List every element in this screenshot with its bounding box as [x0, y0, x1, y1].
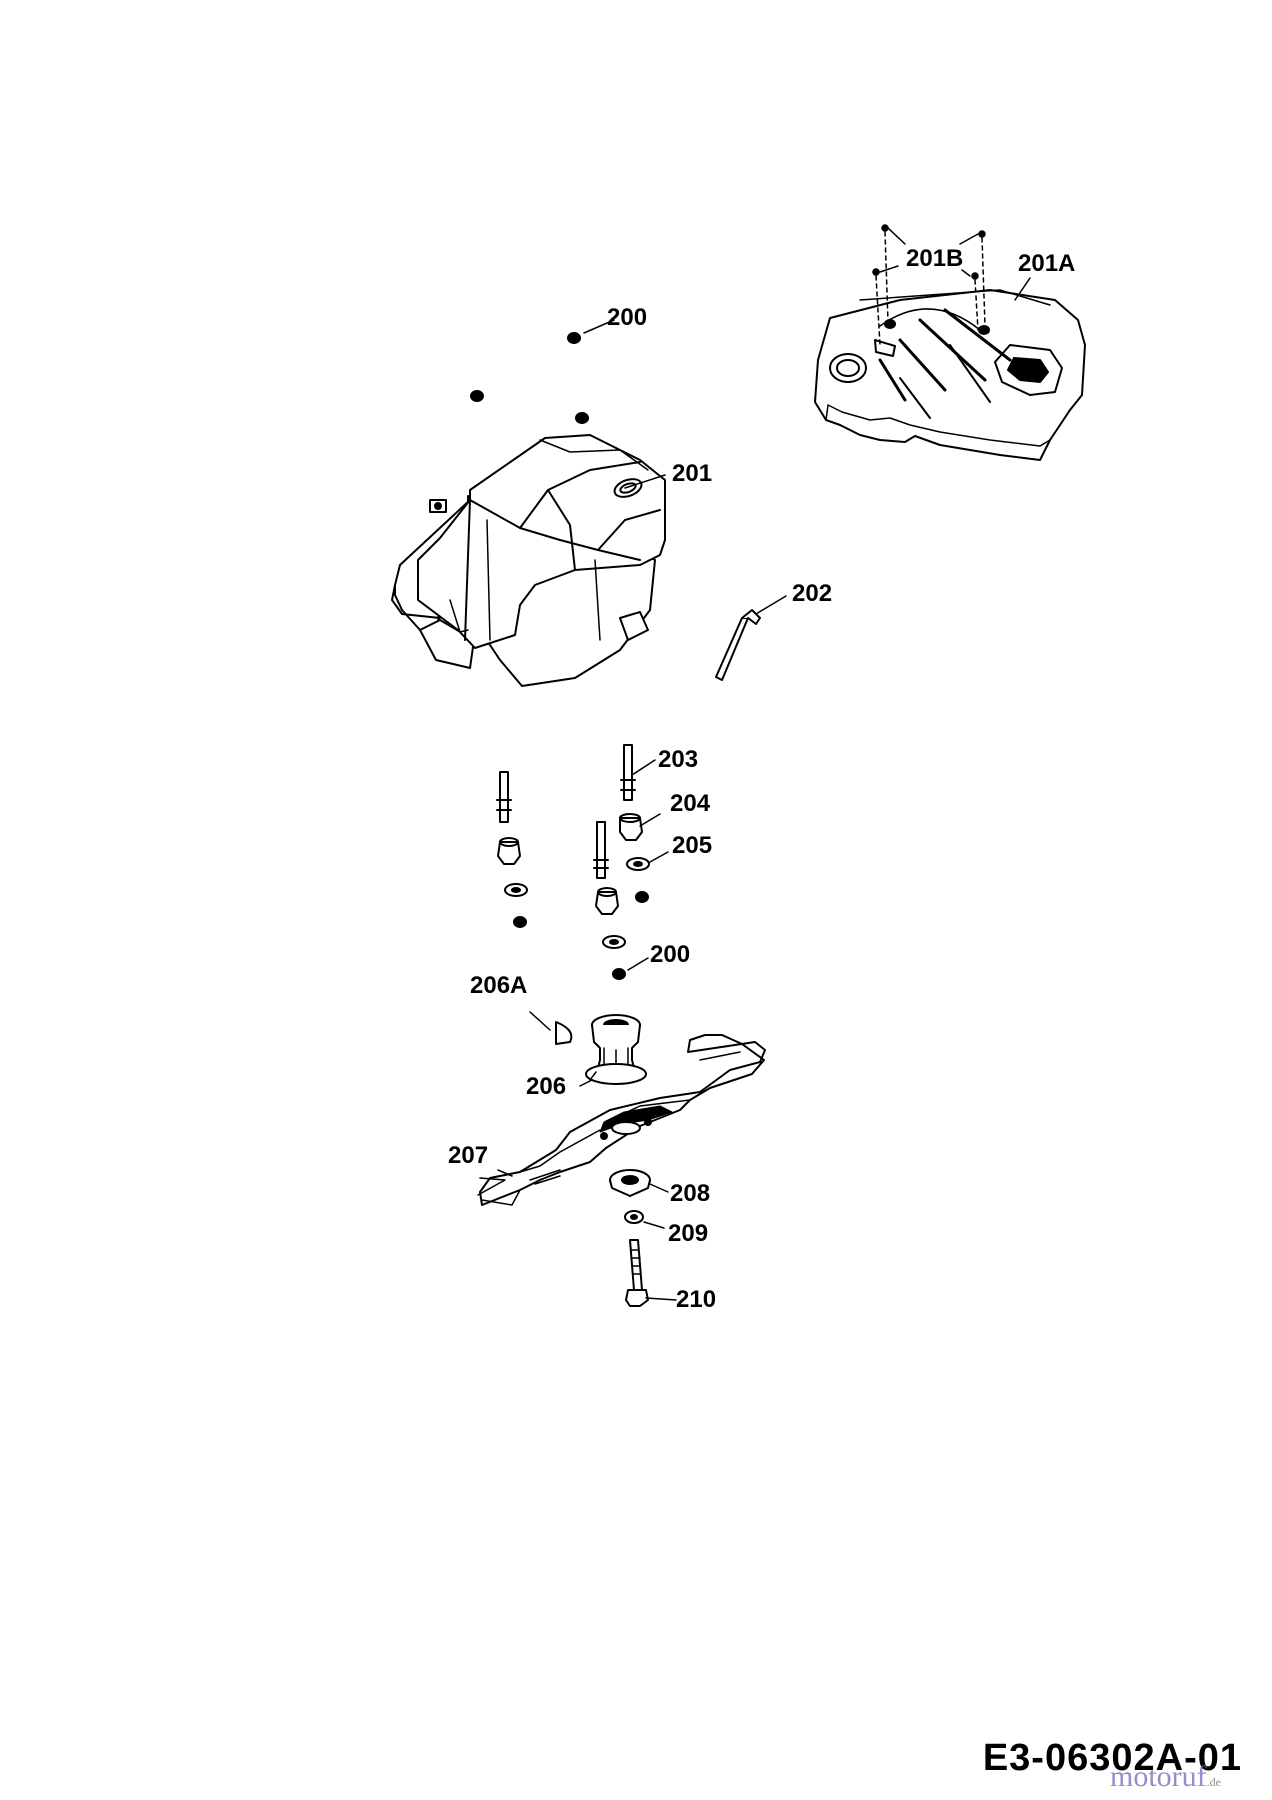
callout-207: 207: [448, 1142, 489, 1169]
leader-201A: [1014, 277, 1031, 301]
engine-assembly: [391, 434, 666, 687]
leader-201: [624, 474, 666, 489]
blade-207: [477, 1034, 766, 1206]
key-206A: [529, 1011, 573, 1045]
washers-205: [504, 851, 669, 949]
callout-205: 205: [672, 832, 713, 859]
blade-adapter-206: [579, 1014, 647, 1087]
lock-washer-209: [624, 1210, 665, 1229]
engine-cover-201A: [814, 289, 1086, 461]
blade-bolt-210: [625, 1239, 677, 1307]
nuts-200-mid: [513, 891, 649, 980]
drawing-code: E3-06302A-01: [982, 1737, 1242, 1779]
nut-200-top-group: [470, 319, 615, 424]
watermark-logo: motoruf.de: [1110, 1760, 1221, 1794]
callout-203: 203: [658, 746, 699, 773]
callout-210: 210: [676, 1286, 717, 1313]
watermark-tld: .de: [1206, 1775, 1221, 1789]
callout-208: 208: [670, 1180, 711, 1207]
leader-207: [497, 1169, 513, 1177]
callout-200-top: 200: [607, 304, 648, 331]
rod-202: [715, 595, 787, 681]
callout-202: 202: [792, 580, 833, 607]
studs-203: [496, 744, 656, 879]
callout-201A: 201A: [1018, 250, 1076, 277]
callout-209: 209: [668, 1220, 709, 1247]
callout-201: 201: [672, 460, 713, 487]
callout-206: 206: [526, 1073, 567, 1100]
callout-201B: 201B: [906, 245, 964, 272]
blade-washer-208: [609, 1169, 669, 1197]
callout-200-mid: 200: [650, 941, 691, 968]
watermark-brand: motoruf: [1110, 1760, 1207, 1793]
nuts-204: [497, 813, 661, 915]
callout-204: 204: [670, 790, 711, 817]
callout-206A: 206A: [470, 972, 528, 999]
screws-201B: [872, 224, 986, 346]
